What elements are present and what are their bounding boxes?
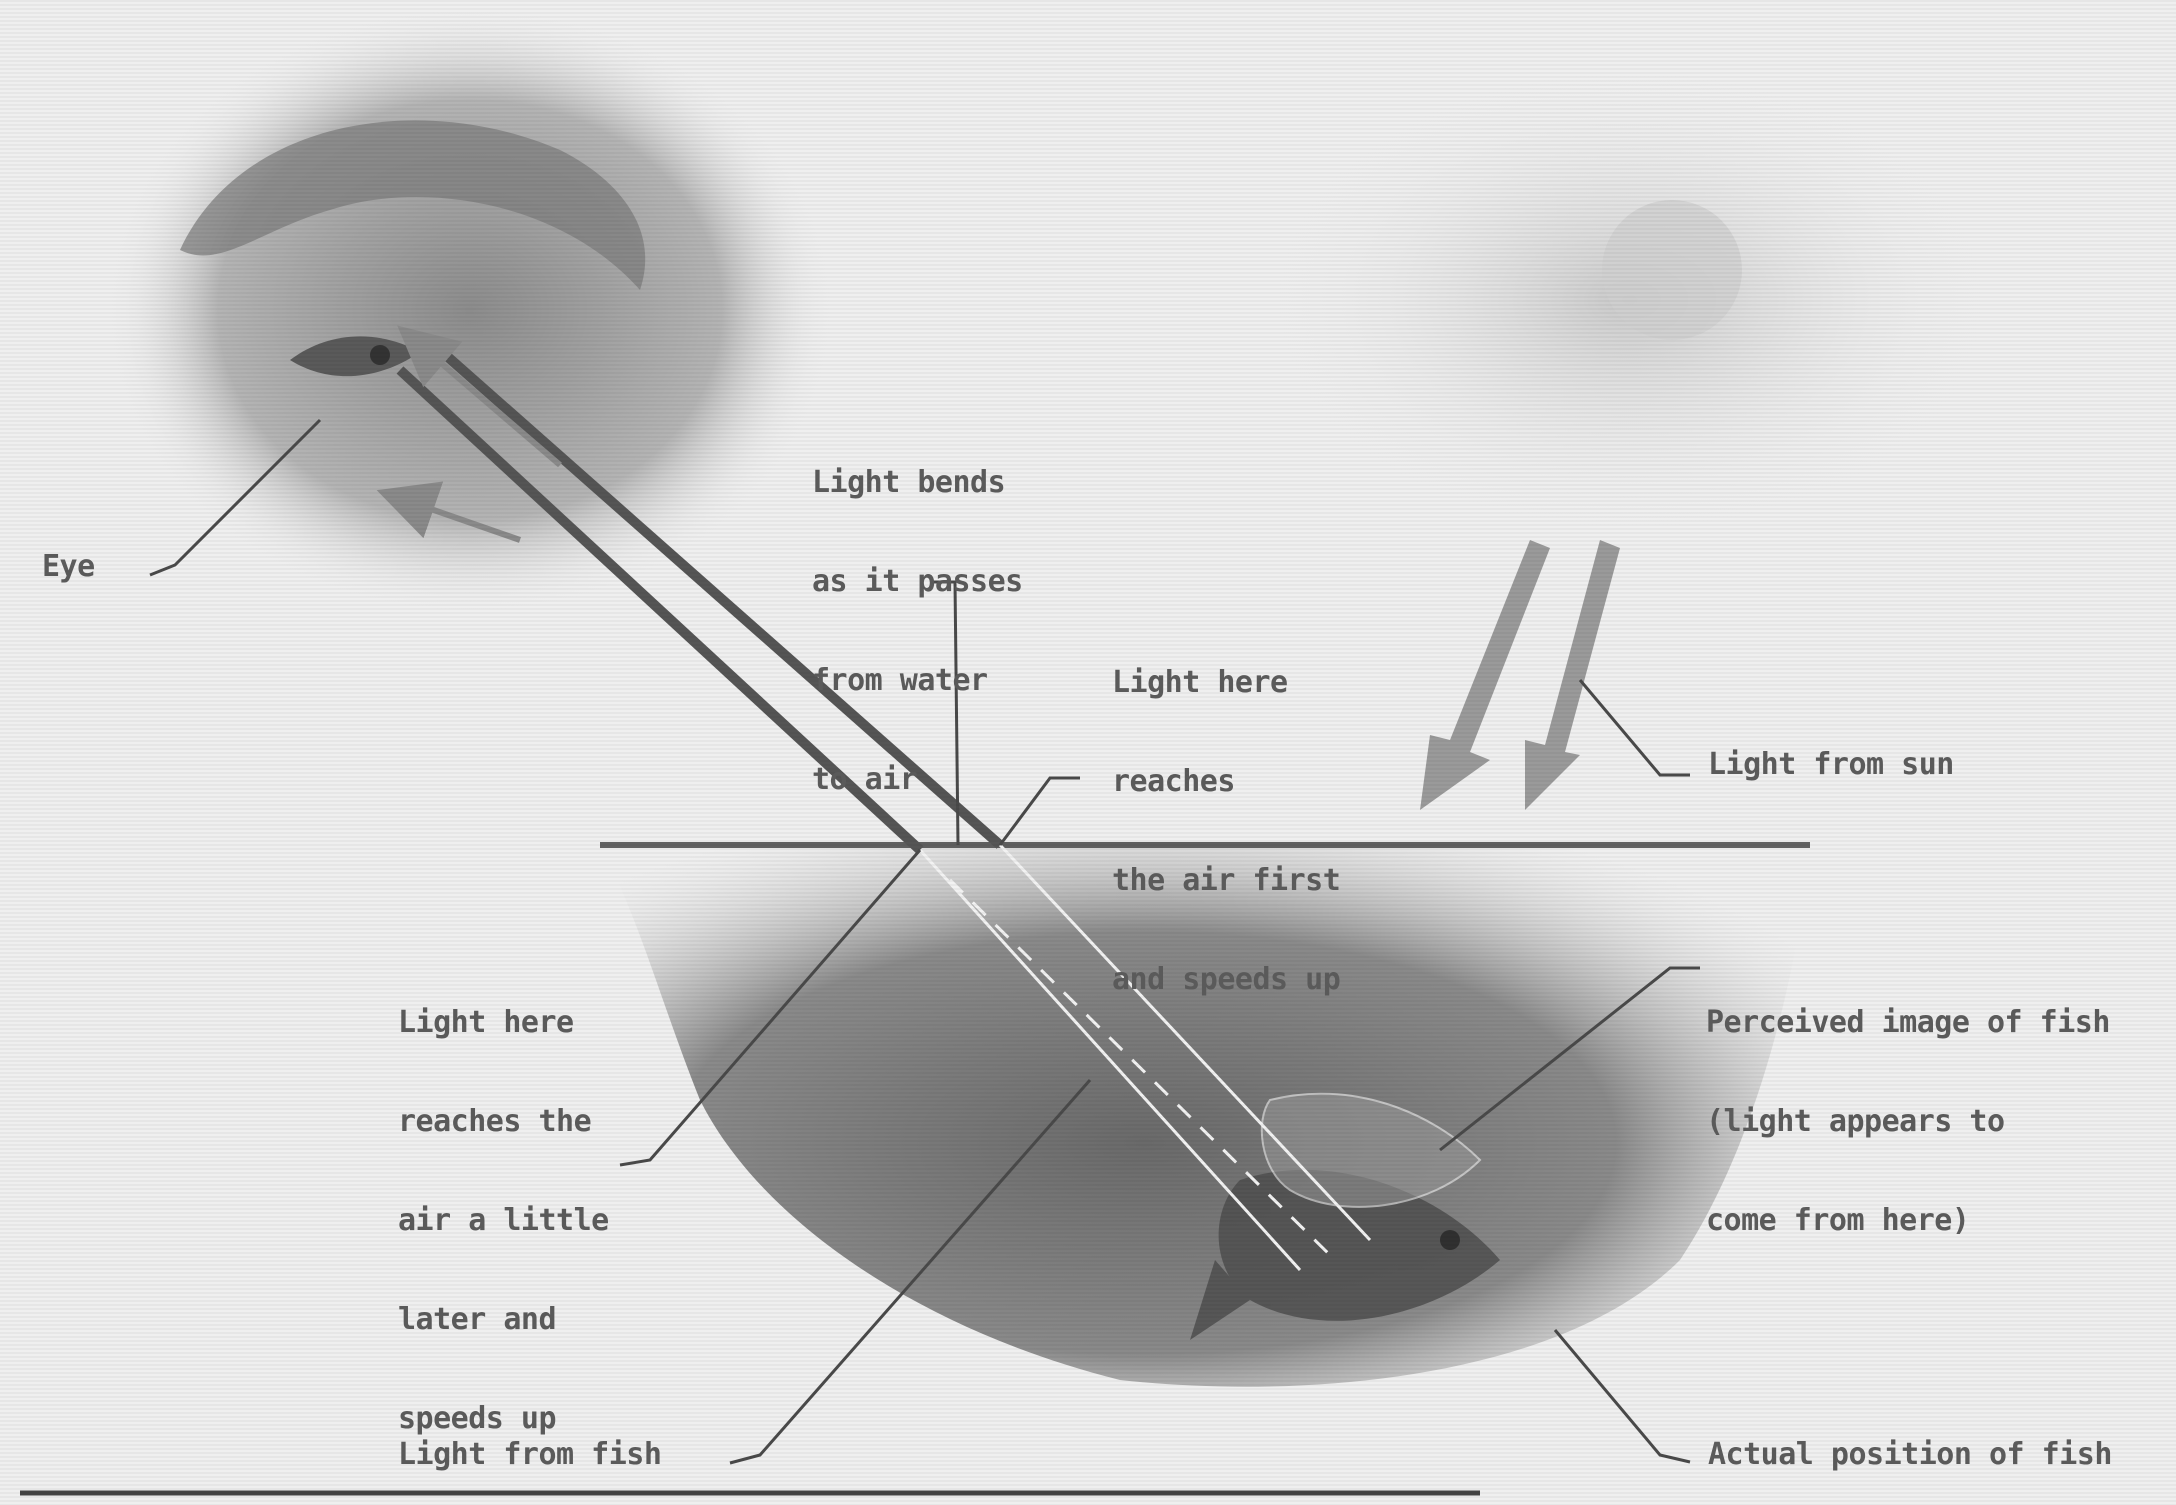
label-eye: Eye bbox=[42, 550, 95, 583]
label-light-from-sun: Light from sun bbox=[1708, 748, 1954, 781]
label-reaches-first: Light here reaches the air first and spe… bbox=[1112, 600, 1340, 1062]
label-light-bends: Light bends as it passes from water to a… bbox=[812, 400, 1023, 862]
label-actual-position: Actual position of fish bbox=[1708, 1438, 2112, 1471]
label-reaches-later: Light here reaches the air a little late… bbox=[398, 940, 609, 1501]
label-perceived-image: Perceived image of fish (light appears t… bbox=[1706, 940, 2110, 1303]
label-light-from-fish: Light from fish bbox=[398, 1438, 661, 1471]
